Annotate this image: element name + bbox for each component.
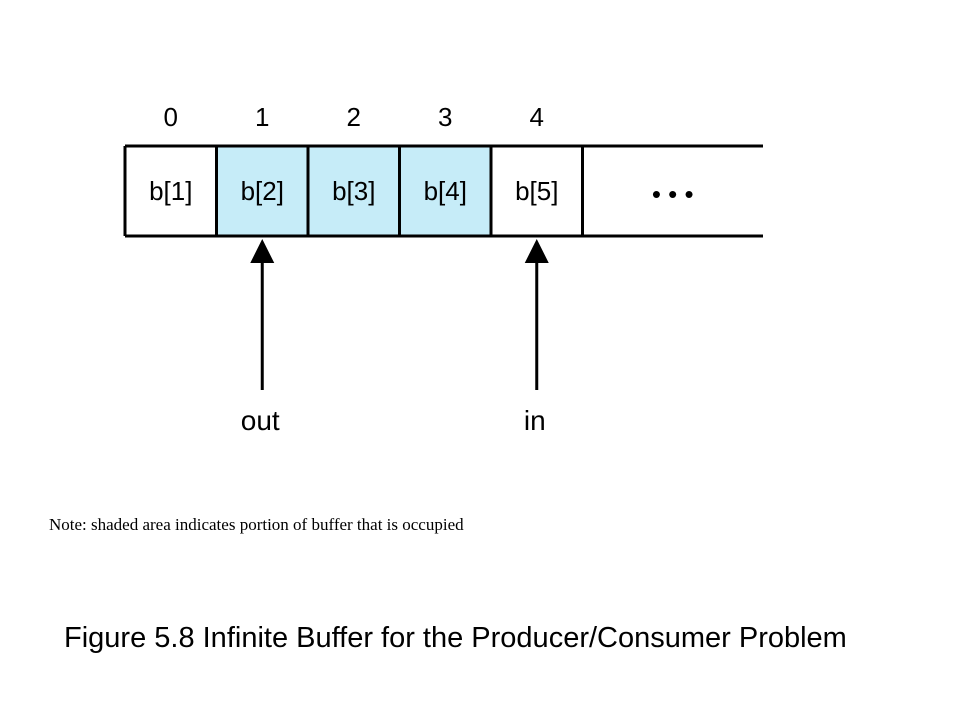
buffer-cell-label: b[2] [241, 176, 284, 206]
buffer-cell-label: b[1] [149, 176, 192, 206]
cell-index: 1 [255, 102, 269, 132]
note-text: Note: shaded area indicates portion of b… [49, 515, 464, 534]
pointer-arrowhead [250, 239, 275, 263]
buffer-cell-label: b[4] [424, 176, 467, 206]
buffer-cell [491, 146, 583, 236]
figure-caption: Figure 5.8 Infinite Buffer for the Produ… [64, 622, 847, 654]
cell-index: 0 [164, 102, 178, 132]
continuation-dots: • • • [652, 179, 694, 209]
buffer-cell [216, 146, 308, 236]
buffer-cell [399, 146, 491, 236]
buffer-cell [125, 146, 217, 236]
buffer-cell-label: b[3] [332, 176, 375, 206]
pointer-label-in: in [524, 405, 546, 436]
buffer-cell-label: b[5] [515, 176, 558, 206]
cell-index: 2 [347, 102, 361, 132]
pointer-label-out: out [241, 405, 280, 436]
pointer-arrowhead [524, 239, 549, 263]
cell-index: 4 [530, 102, 544, 132]
buffer-cell [308, 146, 400, 236]
cell-index: 3 [438, 102, 452, 132]
